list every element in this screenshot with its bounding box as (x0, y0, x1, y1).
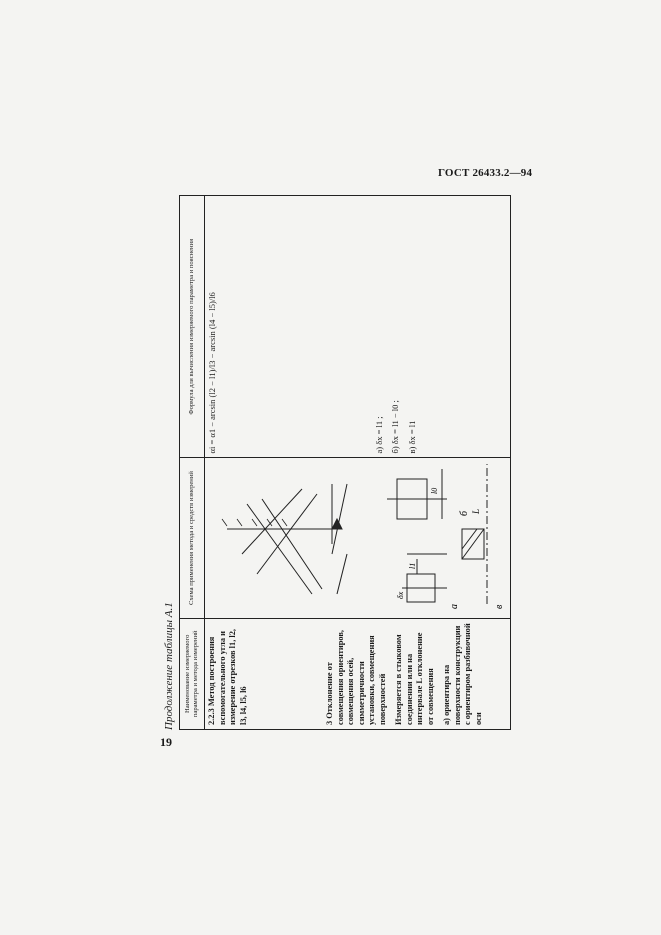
standard-code: ГОСТ 26433.2—94 (438, 167, 533, 179)
panel-c-label: в (494, 604, 505, 609)
scheme-drawing: а б (221, 463, 505, 609)
measurement-table: Наименование измеряемого параметра и мет… (179, 195, 511, 730)
item-3-text: Измеряется в стыковом соединении или на … (394, 632, 435, 725)
item-2-2-3: 2.2.3 Метод построения вспомогательного … (207, 629, 248, 725)
angle-construction-figure (227, 483, 348, 594)
header-formula: Формула для вычисления измеряемого парам… (179, 195, 205, 458)
hatch-surface (221, 518, 288, 526)
formula-main: αi = α1 − arcsin (l2 − l1)/l3 − arcsin (… (207, 292, 217, 454)
formula-cell: αi = α1 − arcsin (l2 − l1)/l3 − arcsin (… (204, 195, 511, 458)
item-3-a: а) ориентира на поверхности конструкции … (442, 623, 483, 725)
formula-b: б) δx = l1 − l0 ; (390, 400, 401, 454)
table-header-row: Наименование измеряемого параметра и мет… (179, 195, 205, 730)
formula-a: а) δx = l1 ; (373, 416, 384, 454)
dim-L-label: L (471, 509, 481, 515)
header-parameter: Наименование измеряемого параметра и мет… (179, 618, 205, 730)
dim-l1-label: l1 (408, 562, 417, 568)
panel-c-figure (461, 463, 488, 604)
rotated-table-page: Продолжение таблицы А.1 Наименование изм… (163, 195, 523, 730)
dim-dx-label: δx (396, 591, 405, 599)
item-3: 3 Отклонение от совмещения ориентиров, с… (325, 630, 387, 725)
scheme-cell: а б (204, 457, 511, 619)
formula-c: в) δx = l1 (406, 420, 417, 454)
dim-l0-label: l0 (430, 487, 439, 493)
page-number: 19 (160, 735, 172, 749)
panel-b-figure (387, 468, 447, 520)
parameter-cell: 2.2.3 Метод построения вспомогательного … (204, 618, 511, 730)
panel-b-label: б (459, 510, 470, 516)
table-row: 2.2.3 Метод построения вспомогательного … (204, 195, 511, 730)
panel-a-figure (402, 553, 447, 603)
table-caption: Продолжение таблицы А.1 (163, 602, 175, 730)
panel-a-label: а (449, 604, 460, 609)
scheme-diagram: а б (207, 462, 507, 613)
header-scheme: Схема применения метода и средств измере… (179, 457, 205, 619)
